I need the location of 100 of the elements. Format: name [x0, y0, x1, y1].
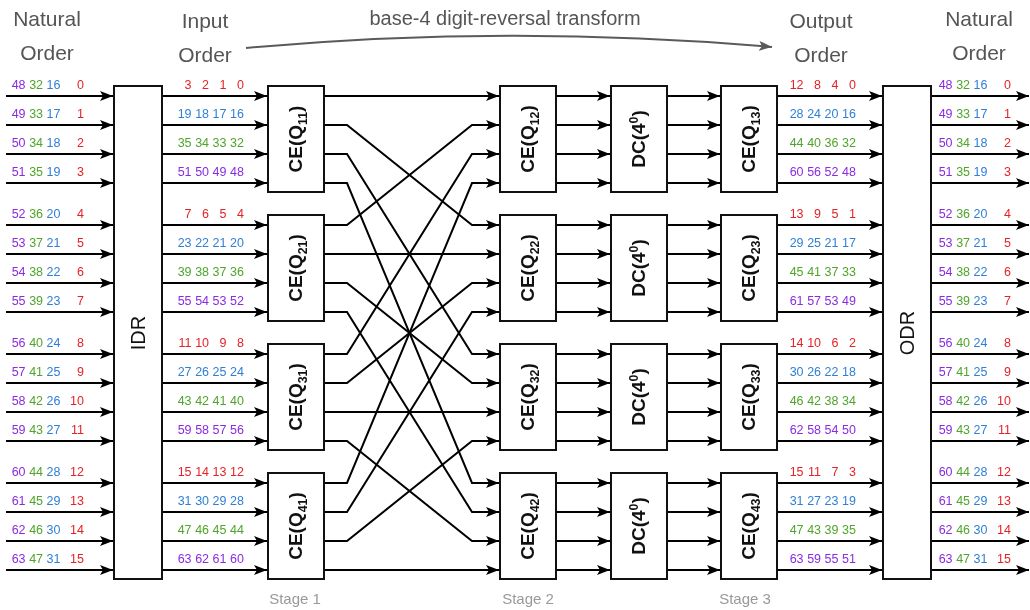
arrow: [324, 407, 500, 417]
order-heading: Output Order: [780, 4, 862, 72]
index-list: 55 39 23 7: [0, 294, 84, 308]
arrow: [777, 436, 883, 446]
arrow: [556, 249, 611, 259]
arrow: [931, 120, 1030, 130]
arrow: [556, 220, 611, 230]
arrow: [556, 407, 611, 417]
arrow: [931, 249, 1030, 259]
arrow: [667, 565, 721, 575]
process-block: [267, 85, 325, 193]
arrow: [931, 378, 1030, 388]
arrow: [556, 149, 611, 159]
index-list: 7 6 5 4: [144, 207, 244, 221]
stage-label: Stage 1: [268, 590, 322, 607]
arrow: [777, 349, 883, 359]
index-list: 15 11 7 3: [756, 465, 856, 479]
index-list: 19 18 17 16: [144, 107, 244, 121]
arrow: [777, 149, 883, 159]
arrow: [556, 378, 611, 388]
arrow: [667, 507, 721, 517]
index-list: 51 50 49 48: [144, 165, 244, 179]
index-list: 54 38 22 6: [0, 265, 84, 279]
index-list: 61 45 29 13: [911, 494, 1011, 508]
arrow: [931, 91, 1030, 101]
index-list: 51 35 19 3: [911, 165, 1011, 179]
arrow: [556, 349, 611, 359]
order-heading: Input Order: [166, 4, 244, 72]
arrow: [5, 507, 114, 517]
arrow: [162, 220, 268, 230]
register-block: [113, 85, 163, 580]
arrow: [162, 307, 268, 317]
curved-arrow: [245, 34, 773, 51]
index-list: 3 2 1 0: [144, 78, 244, 92]
arrow: [162, 536, 268, 546]
arrow: [5, 407, 114, 417]
arrow: [5, 436, 114, 446]
index-list: 62 58 54 50: [756, 423, 856, 437]
arrow: [556, 536, 611, 546]
arrow: [667, 278, 721, 288]
arrow: [667, 120, 721, 130]
arrow: [556, 120, 611, 130]
arrow: [667, 536, 721, 546]
index-list: 63 62 61 60: [144, 552, 244, 566]
arrow: [777, 507, 883, 517]
index-list: 60 44 28 12: [0, 465, 84, 479]
arrow: [777, 478, 883, 488]
arrow: [324, 249, 500, 259]
arrow: [162, 407, 268, 417]
arrow: [162, 378, 268, 388]
index-list: 55 39 23 7: [911, 294, 1011, 308]
index-list: 57 41 25 9: [0, 365, 84, 379]
index-list: 63 59 55 51: [756, 552, 856, 566]
index-list: 62 46 30 14: [0, 523, 84, 537]
arrow: [162, 249, 268, 259]
arrow: [667, 91, 721, 101]
arrow: [162, 178, 268, 188]
arrow: [5, 378, 114, 388]
arrow: [5, 149, 114, 159]
arrow: [931, 536, 1030, 546]
index-list: 63 47 31 15: [0, 552, 84, 566]
process-block: [499, 85, 557, 193]
process-block: [267, 343, 325, 451]
arrow: [162, 120, 268, 130]
arrow: [162, 278, 268, 288]
process-block: [499, 472, 557, 580]
arrow: [777, 536, 883, 546]
arrow: [556, 478, 611, 488]
index-list: 39 38 37 36: [144, 265, 244, 279]
arrow: [162, 91, 268, 101]
index-list: 43 42 41 40: [144, 394, 244, 408]
arrow: [5, 91, 114, 101]
index-list: 13 9 5 1: [756, 207, 856, 221]
order-heading: Natural Order: [12, 6, 82, 66]
index-list: 15 14 13 12: [144, 465, 244, 479]
index-list: 55 54 53 52: [144, 294, 244, 308]
arrow: [5, 278, 114, 288]
arrow: [162, 349, 268, 359]
arrow: [556, 278, 611, 288]
arrow: [667, 307, 721, 317]
arrow: [777, 378, 883, 388]
arrow: [777, 249, 883, 259]
diagram-title: base-4 digit-reversal transform: [368, 6, 642, 30]
index-list: 12 8 4 0: [756, 78, 856, 92]
arrow: [931, 565, 1030, 575]
index-list: 53 37 21 5: [911, 236, 1011, 250]
arrow: [777, 91, 883, 101]
arrow: [5, 120, 114, 130]
index-list: 31 30 29 28: [144, 494, 244, 508]
arrow: [931, 436, 1030, 446]
arrow: [556, 307, 611, 317]
arrow: [777, 278, 883, 288]
arrow: [556, 565, 611, 575]
process-block: [720, 472, 778, 580]
arrow: [777, 307, 883, 317]
arrow: [931, 178, 1030, 188]
order-heading: Natural Order: [944, 6, 1014, 66]
arrow: [931, 349, 1030, 359]
index-list: 61 45 29 13: [0, 494, 84, 508]
arrow: [667, 178, 721, 188]
